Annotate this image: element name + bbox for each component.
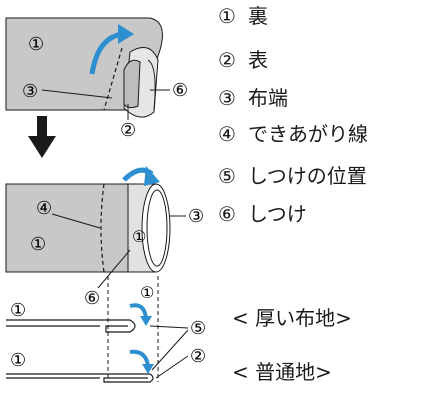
normal-fabric-layers xyxy=(6,373,154,383)
legend-item: ④ できあがり線 xyxy=(218,122,368,146)
thick-fabric-layers xyxy=(6,319,136,333)
legend-number: ⑥ xyxy=(218,202,236,226)
normal-fabric-arrowhead xyxy=(142,364,154,374)
leader-5-b xyxy=(151,329,189,371)
legend-item: ③ 布端 xyxy=(218,86,288,110)
middle-callouts: ④ ① ① ③ ⑥ ① xyxy=(30,198,204,309)
callout-6-mid: ⑥ xyxy=(84,288,100,309)
callout-3-mid: ③ xyxy=(188,206,204,227)
callout-1-thick: ① xyxy=(10,300,26,321)
top-fabric-fold-inner xyxy=(123,59,141,109)
legend-item: ⑤ しつけの位置 xyxy=(218,164,367,188)
legend-number: ③ xyxy=(218,86,236,110)
top-fabric-figure xyxy=(5,17,163,118)
top-callouts: ① ③ ⑥ ② xyxy=(22,34,188,141)
thick-fabric-arrow xyxy=(129,303,148,319)
thick-fabric-arrowhead xyxy=(140,316,152,326)
legend-number: ④ xyxy=(218,122,236,146)
callout-1-mid-right: ① xyxy=(140,283,154,302)
callout-5-section: ⑤ xyxy=(190,318,206,339)
leader-4-mid xyxy=(51,213,101,229)
callout-2-section: ② xyxy=(190,346,206,367)
caption-thick-fabric: < 厚い布地> xyxy=(232,306,352,330)
leader-2-section xyxy=(155,355,189,379)
callout-1-mid-left: ① xyxy=(30,234,46,255)
legend-label: 布端 xyxy=(248,86,288,110)
normal-fabric-section: ① xyxy=(6,349,154,383)
legend-label: しつけ xyxy=(248,202,307,226)
middle-fabric-opening-inner xyxy=(146,189,168,267)
top-fabric-edge xyxy=(147,59,156,111)
middle-dashed-line xyxy=(100,183,105,273)
callout-4-mid: ④ xyxy=(36,198,52,219)
top-fold-arrowhead xyxy=(118,24,134,44)
legend-number: ② xyxy=(218,48,236,72)
leader-3-top xyxy=(41,89,113,99)
legend-label: しつけの位置 xyxy=(248,164,367,188)
legend-label: 表 xyxy=(248,48,268,72)
down-arrow xyxy=(28,116,56,158)
leader-6-mid xyxy=(97,249,131,289)
middle-fabric-body xyxy=(5,183,149,273)
callout-1-mid-hem: ① xyxy=(132,227,146,246)
legend-number: ① xyxy=(218,4,236,28)
legend-item: ⑥ しつけ xyxy=(218,202,307,226)
middle-fabric-figure xyxy=(5,166,171,273)
callout-6-top: ⑥ xyxy=(172,80,188,101)
leader-5-a xyxy=(149,325,189,329)
section-callouts: ⑤ ② xyxy=(149,318,206,379)
thick-fabric-section: ① xyxy=(6,300,152,333)
middle-fold-arrowhead xyxy=(144,166,160,186)
top-dashed-line xyxy=(103,47,123,111)
callout-2-top: ② xyxy=(120,120,136,141)
legend-label: 裏 xyxy=(248,4,268,28)
callout-3-top: ③ xyxy=(22,81,38,102)
legend-label: できあがり線 xyxy=(248,122,368,146)
caption-normal-fabric: < 普通地> xyxy=(232,360,332,384)
callout-1-normal: ① xyxy=(10,350,26,371)
callout-1-top: ① xyxy=(28,34,44,55)
legend-number: ⑤ xyxy=(218,164,236,188)
normal-fabric-arrow xyxy=(129,349,150,367)
